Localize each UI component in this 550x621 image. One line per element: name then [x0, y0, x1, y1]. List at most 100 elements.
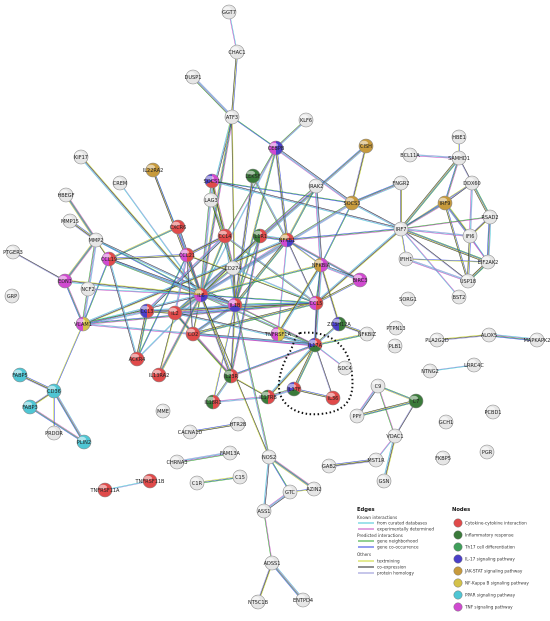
node-GCH1[interactable]: GCH1: [438, 414, 454, 430]
node-EIF2AK2[interactable]: EIF2AK2: [478, 254, 499, 270]
node-C9[interactable]: C9: [370, 378, 386, 394]
node-IL6[interactable]: IL6: [193, 287, 209, 303]
node-GGT7[interactable]: GGT7: [221, 4, 237, 20]
node-RSAD2[interactable]: RSAD2: [481, 209, 499, 225]
node-NT5C1B[interactable]: NT5C1B: [248, 594, 269, 610]
node-TNFRSF1A[interactable]: TNFRSF1A: [264, 326, 291, 342]
node-LRRC4C[interactable]: LRRC4C: [464, 357, 484, 373]
node-DUSP1[interactable]: DUSP1: [185, 69, 202, 85]
node-PLA2G2D[interactable]: PLA2G2D: [425, 332, 449, 348]
node-IL17RB[interactable]: IL17RB: [259, 389, 277, 405]
node-FABP5[interactable]: FABP5: [12, 367, 28, 383]
node-ADSS1[interactable]: ADSS1: [264, 555, 281, 571]
node-IFI6[interactable]: IFI6: [462, 228, 478, 244]
node-CCL19[interactable]: CCL19: [101, 251, 117, 267]
node-CHAC1[interactable]: CHAC1: [228, 44, 246, 60]
node-FABP3[interactable]: FABP3: [22, 399, 38, 415]
node-CREM[interactable]: CREM: [112, 175, 128, 191]
node-CCL4[interactable]: CCL4: [217, 228, 233, 244]
node-IL23R[interactable]: IL23R: [223, 368, 239, 384]
node-HBEGF[interactable]: HBEGF: [57, 187, 75, 203]
node-GAB2[interactable]: GAB2: [321, 458, 337, 474]
node-VDAC1[interactable]: VDAC1: [386, 428, 404, 444]
node-ENTPD4[interactable]: ENTPD4: [293, 592, 313, 608]
node-PPY[interactable]: PPY: [349, 408, 365, 424]
node-IL17A[interactable]: IL17A: [307, 337, 323, 353]
node-CACNA1D[interactable]: CACNA1D: [178, 424, 203, 440]
node-PLIN2[interactable]: PLIN2: [76, 434, 92, 450]
node-TNFRSF11A[interactable]: TNFRSF11A: [90, 482, 121, 498]
node-DDX60[interactable]: DDX60: [463, 175, 481, 191]
node-BST2[interactable]: BST2: [451, 289, 467, 305]
node-ASS1[interactable]: ASS1: [256, 503, 272, 519]
node-IL17F[interactable]: IL17F: [286, 381, 302, 397]
node-CCL5[interactable]: CCL5: [308, 295, 324, 311]
node-GTC[interactable]: GTC: [282, 484, 298, 500]
node-PCBD1[interactable]: PCBD1: [485, 404, 502, 420]
node-NTNG2[interactable]: NTNG2: [421, 363, 439, 379]
node-FKBP5[interactable]: FKBP5: [435, 450, 451, 466]
node-IL18R1[interactable]: IL18R1: [204, 394, 222, 410]
node-IRF7[interactable]: IRF7: [393, 221, 409, 237]
node-HBE1[interactable]: HBE1: [451, 129, 467, 145]
node-GSN[interactable]: GSN: [376, 473, 392, 489]
node-ZC3H12A[interactable]: ZC3H12A: [327, 316, 351, 332]
node-EDN1[interactable]: EDN1: [57, 273, 73, 289]
node-C1R[interactable]: C1R: [189, 475, 205, 491]
node-BCL11A[interactable]: BCL11A: [400, 147, 420, 163]
node-NCF2[interactable]: NCF2: [80, 281, 96, 297]
node-TNFRSF11B[interactable]: TNFRSF11B: [135, 473, 166, 489]
node-MST1R[interactable]: MST1R: [367, 452, 385, 468]
node-IL22RA2[interactable]: IL22RA2: [143, 162, 164, 178]
node-SOCS3[interactable]: SOCS3: [344, 195, 361, 211]
node-ALOX5[interactable]: ALOX5: [481, 327, 497, 343]
node-CCL21[interactable]: CCL21: [179, 247, 195, 263]
node-PTPN13[interactable]: PTPN13: [386, 320, 406, 336]
node-CCL3[interactable]: CCL3: [139, 303, 155, 319]
node-CEBPB[interactable]: CEBPB: [268, 140, 285, 156]
node-NFKB1[interactable]: NFKB1: [279, 232, 296, 248]
node-PRDOR[interactable]: PRDOR: [45, 425, 63, 441]
node-MMP2[interactable]: MMP2: [89, 232, 104, 248]
node-CD36[interactable]: CD36: [46, 383, 62, 399]
node-IRAK2[interactable]: IRAK2: [309, 178, 324, 194]
node-FAM13A[interactable]: FAM13A: [220, 445, 241, 461]
node-SORG1[interactable]: SORG1: [399, 291, 417, 307]
node-MMP15[interactable]: MMP15: [61, 213, 79, 229]
node-CD2[interactable]: CD2: [185, 326, 201, 342]
node-LAG3[interactable]: LAG3: [203, 192, 219, 208]
node-IL1R1[interactable]: IL1R1: [252, 228, 268, 244]
node-PGR[interactable]: PGR: [479, 444, 495, 460]
node-LEKSF[interactable]: LEKSF: [245, 168, 261, 184]
node-IL2[interactable]: IL2: [167, 305, 183, 321]
node-SOCS1[interactable]: SOCS1: [204, 173, 221, 189]
node-ACKR4[interactable]: ACKR4: [129, 351, 146, 367]
node-SAMHD1[interactable]: SAMHD1: [448, 150, 470, 166]
node-IFIH1[interactable]: IFIH1: [398, 251, 414, 267]
node-AZIN2[interactable]: AZIN2: [306, 481, 322, 497]
node-PLB1[interactable]: PLB1: [387, 338, 403, 354]
node-IRF9[interactable]: IRF9: [437, 195, 453, 211]
node-MME[interactable]: MME: [155, 403, 171, 419]
node-PTGER3[interactable]: PTGER3: [3, 244, 23, 260]
node-NFKBIZ[interactable]: NFKBIZ: [358, 326, 377, 342]
node-C15[interactable]: C15: [232, 469, 248, 485]
node-USP18[interactable]: USP18: [460, 273, 476, 289]
node-NFKBIA[interactable]: NFKBIA: [312, 257, 331, 273]
node-IL1B[interactable]: IL1B: [227, 297, 243, 313]
node-FNGR2[interactable]: FNGR2: [392, 175, 410, 191]
node-CXCR6[interactable]: CXCR6: [170, 219, 187, 235]
node-CISH[interactable]: CISH: [358, 138, 374, 154]
node-CD274[interactable]: CD274: [225, 260, 242, 276]
node-BIRC3[interactable]: BIRC3: [353, 272, 368, 288]
node-MAPKAPK2[interactable]: MAPKAPK2: [524, 332, 550, 348]
node-KLF6[interactable]: KLF6: [298, 112, 314, 128]
node-NOS2[interactable]: NOS2: [261, 449, 277, 465]
node-VCAM1[interactable]: VCAM1: [74, 316, 92, 332]
node-C7[interactable]: C7: [408, 393, 424, 409]
node-SDC4[interactable]: SDC4: [337, 360, 353, 376]
node-ATF3[interactable]: ATF3: [224, 109, 240, 125]
node-HTR2B[interactable]: HTR2B: [230, 416, 247, 432]
node-CHRNA3[interactable]: CHRNA3: [166, 454, 188, 470]
node-GRP[interactable]: GRP: [4, 288, 20, 304]
